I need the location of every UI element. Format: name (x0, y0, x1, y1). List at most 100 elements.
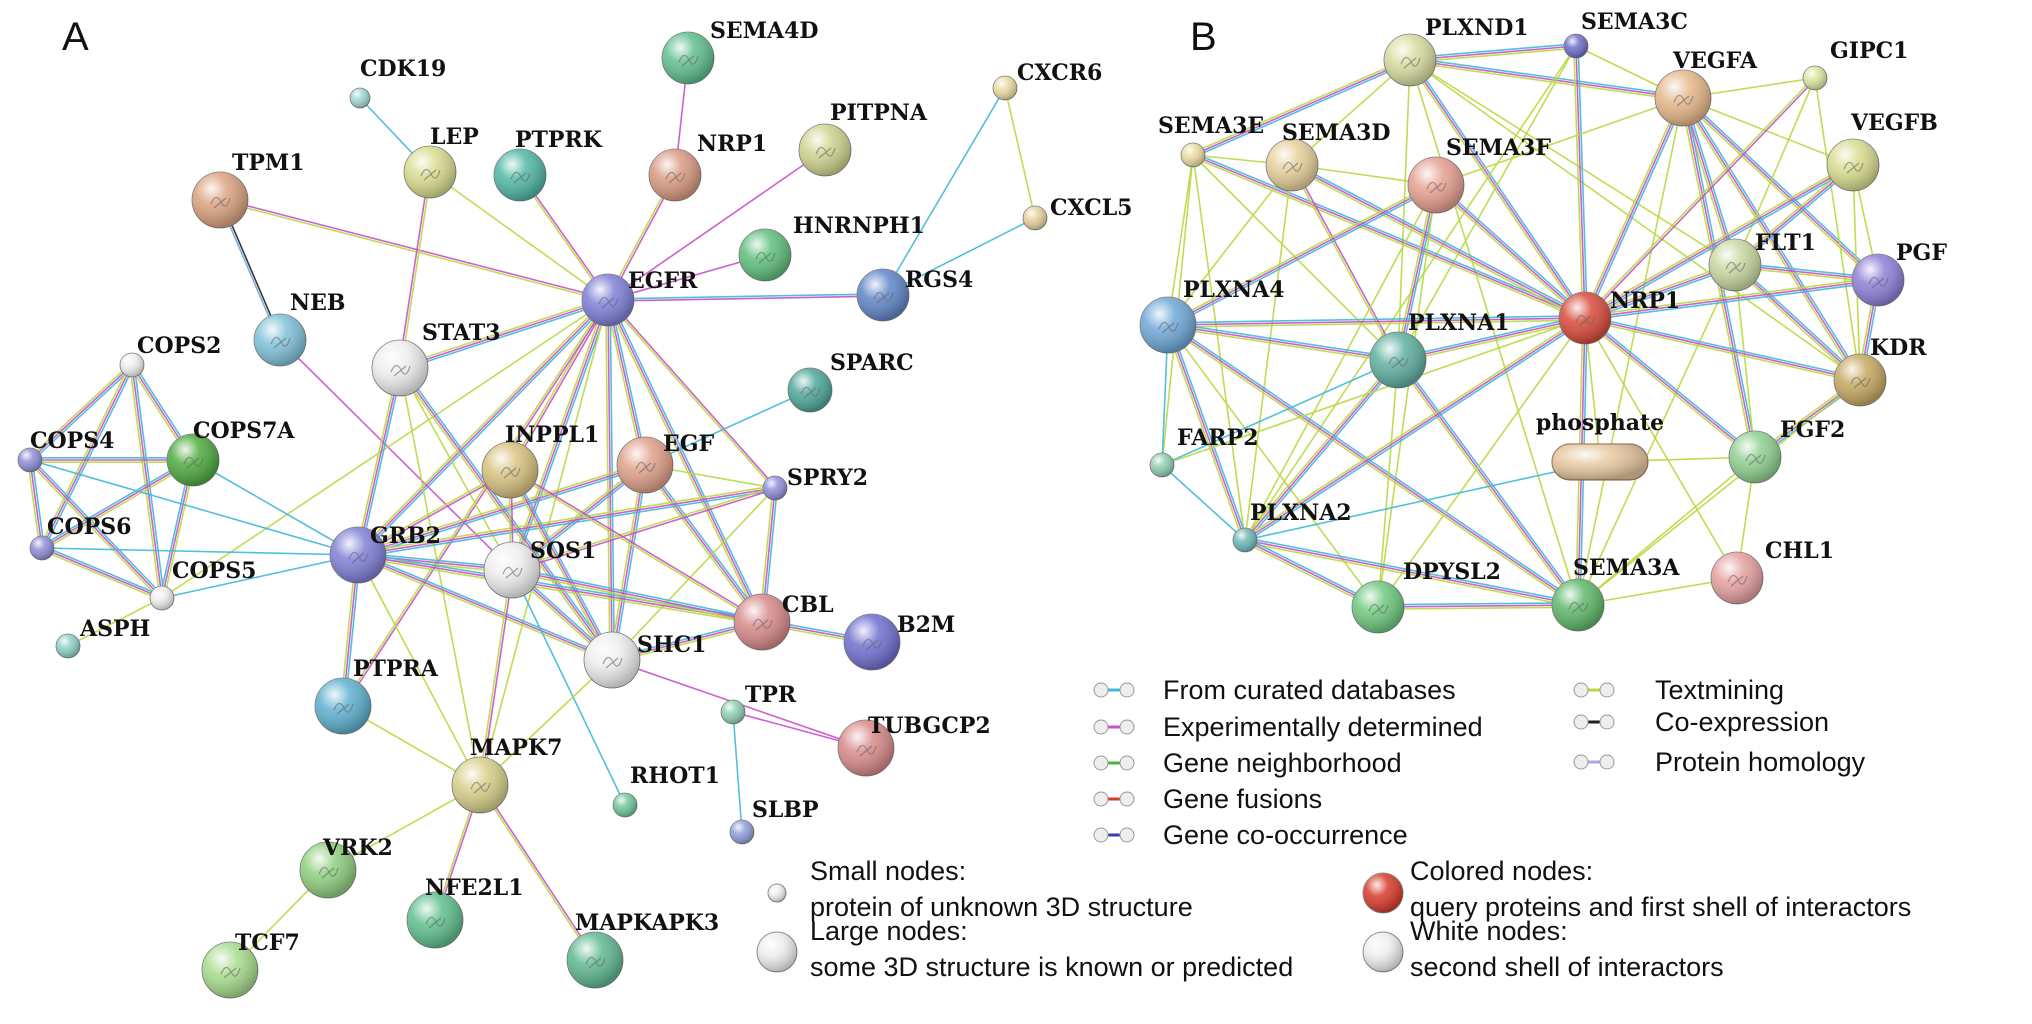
a-edge-mapk7-vrk2 (327, 784, 481, 871)
b-node-kdr[interactable]: KDR (1833, 335, 1927, 407)
a-node-gloss (150, 586, 174, 610)
a-node-lep[interactable]: LEP (403, 124, 479, 199)
a-node-cops5[interactable]: COPS5 (149, 558, 256, 611)
b-edge-strand (1397, 184, 1437, 361)
b-node-vegfb[interactable]: VEGFB (1826, 110, 1938, 192)
b-node-farp2[interactable]: FARP2 (1149, 425, 1259, 478)
a-node-nfe2l1[interactable]: NFE2L1 (406, 875, 524, 949)
b-node-phosphate[interactable]: phosphate (1536, 410, 1664, 481)
a-node-mapkapk3[interactable]: MAPKAPK3 (566, 910, 719, 989)
a-node-sparc[interactable]: SPARC (787, 350, 914, 413)
b-edge-strand (1409, 45, 1577, 61)
b-edge-strand (1167, 324, 1246, 541)
a-node-sema4d[interactable]: SEMA4D (661, 18, 818, 85)
a-node-neb[interactable]: NEB (253, 290, 345, 367)
b-node-nrp1[interactable]: NRP1 (1558, 288, 1680, 345)
b-node-pgf[interactable]: PGF (1851, 240, 1947, 307)
a-node-gloss (721, 700, 745, 724)
a-node-tubgcp2[interactable]: TUBGCP2 (837, 713, 991, 777)
b-node-sema3d[interactable]: SEMA3D (1265, 120, 1390, 192)
a-edge-strand (611, 464, 646, 661)
a-node-shc1[interactable]: SHC1 (583, 631, 707, 689)
b-edge-strand (1167, 319, 1586, 328)
a-node-grb2[interactable]: GRB2 (329, 523, 441, 584)
a-node-label: CDK19 (360, 56, 446, 82)
b-node-vegfa[interactable]: VEGFA (1654, 48, 1758, 127)
a-node-cops7a[interactable]: COPS7A (166, 418, 295, 487)
a-edge-strand (42, 545, 164, 597)
a-edge-strand (479, 659, 613, 786)
b-node-plxna4[interactable]: PLXNA4 (1139, 277, 1285, 354)
a-node-asph[interactable]: ASPH (55, 616, 150, 659)
b-node-plxna1[interactable]: PLXNA1 (1369, 310, 1510, 389)
a-node-cops2[interactable]: COPS2 (119, 333, 221, 378)
a-node-cops4[interactable]: COPS4 (17, 428, 114, 473)
b-edge-strand (1585, 315, 1861, 379)
b-edge-strand (1583, 319, 1755, 460)
a-node-cops6[interactable]: COPS6 (29, 514, 131, 561)
b-node-dpysl2[interactable]: DPYSL2 (1351, 559, 1501, 634)
b-edge-strand (1167, 324, 1579, 606)
b-node-fgf2[interactable]: FGF2 (1728, 417, 1845, 484)
a-edge-cops4-cops7a (30, 456, 193, 464)
b-edge-strand (1290, 165, 1398, 361)
b-node-chl1[interactable]: CHL1 (1710, 538, 1834, 605)
a-node-cxcr6[interactable]: CXCR6 (992, 60, 1102, 101)
legend-node-dot (1119, 682, 1135, 698)
a-node-stat3[interactable]: STAT3 (371, 320, 501, 397)
b-edge-strand (1410, 57, 1684, 97)
a-node-gloss (30, 536, 54, 560)
a-node-b2m[interactable]: B2M (843, 612, 955, 671)
a-node-sos1[interactable]: SOS1 (483, 538, 596, 599)
b-edge-strand (1577, 264, 1736, 606)
b-node-sema3a[interactable]: SEMA3A (1551, 555, 1680, 632)
b-node-gipc1[interactable]: GIPC1 (1802, 38, 1908, 91)
a-node-rhot1[interactable]: RHOT1 (612, 763, 720, 818)
b-node-label: NRP1 (1610, 288, 1680, 314)
a-node-mapk7[interactable]: MAPK7 (451, 735, 562, 814)
a-node-pitpna[interactable]: PITPNA (798, 100, 928, 177)
legend-edge-textmining: Textmining (1573, 675, 1784, 705)
b-edge-strand (1436, 182, 1588, 317)
a-node-tpr[interactable]: TPR (720, 682, 797, 725)
a-node-ptpra[interactable]: PTPRA (314, 656, 439, 735)
b-node-sema3c[interactable]: SEMA3C (1563, 9, 1688, 59)
a-edge-strand (509, 469, 613, 661)
a-node-nrp1[interactable]: NRP1 (648, 131, 767, 202)
b-node-gloss (1233, 528, 1257, 552)
a-node-hnrnph1[interactable]: HNRNPH1 (738, 213, 925, 282)
a-node-slbp[interactable]: SLBP (729, 797, 819, 845)
a-node-label: COPS6 (47, 514, 131, 540)
b-edge-strand (1680, 98, 1859, 382)
a-edge-strand (356, 556, 612, 663)
a-node-ptprk[interactable]: PTPRK (493, 127, 603, 202)
a-node-egf[interactable]: EGF (616, 431, 715, 494)
a-node-rgs4[interactable]: RGS4 (856, 267, 973, 322)
a-node-label: LEP (430, 124, 479, 150)
a-node-tpm1[interactable]: TPM1 (191, 150, 305, 229)
a-node-cbl[interactable]: CBL (733, 592, 834, 651)
a-edge-neb-sos1 (279, 339, 513, 571)
a-node-cdk19[interactable]: CDK19 (349, 56, 446, 109)
a-edge-strand (607, 254, 766, 301)
a-node-egfr[interactable]: EGFR (581, 268, 698, 327)
b-node-sema3f[interactable]: SEMA3F (1407, 135, 1551, 214)
a-node-vrk2[interactable]: VRK2 (299, 835, 393, 899)
a-node-tcf7[interactable]: TCF7 (201, 930, 300, 999)
b-edge-nrp1-farp2 (1161, 317, 1586, 466)
b-edge-strand (1814, 77, 1861, 381)
b-edge-sema3f-nrp1 (1433, 182, 1588, 321)
a-node-spry2[interactable]: SPRY2 (762, 465, 868, 501)
b-node-label: SEMA3E (1158, 113, 1264, 139)
b-node-flt1[interactable]: FLT1 (1708, 230, 1816, 292)
b-node-plxnd1[interactable]: PLXND1 (1383, 15, 1529, 87)
a-node-inppl1[interactable]: INPPL1 (481, 422, 599, 499)
a-node-cxcl5[interactable]: CXCL5 (1022, 195, 1132, 231)
b-node-structure-icon (1850, 376, 1871, 389)
b-node-sema3e[interactable]: SEMA3E (1158, 113, 1264, 168)
b-node-label: FLT1 (1755, 230, 1816, 256)
b-edge-strand (1243, 315, 1585, 539)
a-node-structure-icon (585, 956, 606, 969)
a-edge-cops6-cops5 (40, 545, 164, 601)
b-node-plxna2[interactable]: PLXNA2 (1232, 500, 1352, 553)
